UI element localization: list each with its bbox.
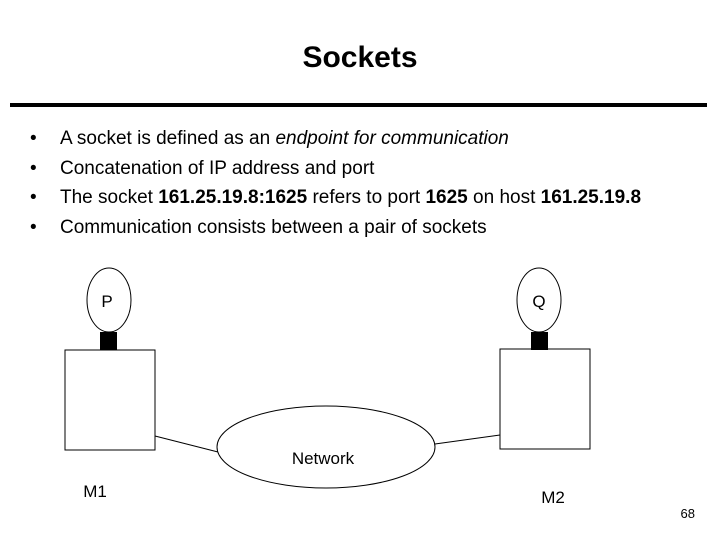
bullet-text-segment: Concatenation of IP address and port	[60, 157, 375, 179]
process-p-label: P	[101, 292, 112, 311]
machine-m1-label: M1	[83, 482, 107, 501]
bullet-item: • A socket is defined as an endpoint for …	[30, 124, 641, 154]
bullet-text-segment: 161.25.19.8:1625	[158, 187, 308, 208]
bullet-text-segment: 161.25.19.8	[540, 187, 642, 208]
process-q-label: Q	[532, 292, 545, 311]
bullet-dot: •	[30, 157, 37, 179]
bullet-text-segment: 1625	[425, 187, 468, 208]
bullet-dot: •	[30, 187, 37, 208]
bullet-list: • A socket is defined as an endpoint for …	[30, 124, 641, 242]
process-q-oval	[516, 267, 562, 333]
network-cloud	[216, 405, 436, 489]
bullet-text-segment: Communication consists between a pair of…	[60, 216, 487, 238]
bullet-text-segment: on host	[467, 187, 541, 208]
machine-m2-box	[499, 348, 591, 450]
slide-title: Sockets	[302, 41, 418, 74]
machine-m1-box	[64, 349, 156, 451]
bullet-text-segment: A socket is defined as an	[60, 128, 276, 149]
process-p-oval	[86, 267, 132, 333]
slide-number: 68	[680, 506, 695, 521]
bullet-item: • The socket 161.25.19.8:1625 refers to p…	[30, 183, 641, 213]
link-m1-network	[154, 435, 219, 453]
socket-port-p	[100, 332, 117, 350]
bullet-dot: •	[30, 128, 37, 149]
link-network-m2	[434, 434, 501, 445]
bullet-dot: •	[30, 216, 37, 238]
machine-m2-label: M2	[541, 488, 565, 507]
socket-port-q	[531, 332, 548, 350]
title-divider	[10, 103, 707, 107]
network-label: Network	[292, 449, 355, 468]
bullet-item: • Communication consists between a pair o…	[30, 213, 641, 243]
bullet-text-segment: refers to port	[307, 187, 426, 208]
bullet-text-segment: The socket	[60, 187, 159, 208]
bullet-item: • Concatenation of IP address and port	[30, 154, 641, 184]
bullet-text-segment: endpoint for communication	[275, 128, 509, 149]
